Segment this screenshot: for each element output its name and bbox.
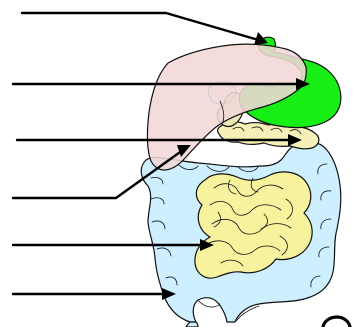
partial-circle: [323, 317, 350, 327]
appendix: [186, 322, 198, 327]
